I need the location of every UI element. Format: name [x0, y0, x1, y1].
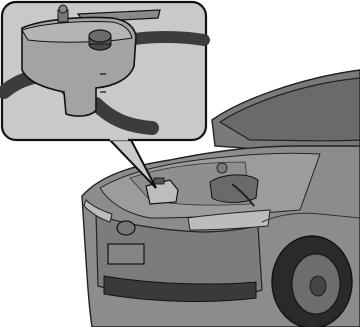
mazda-logo-icon — [117, 221, 135, 235]
front-wheel — [272, 236, 352, 327]
license-plate — [108, 244, 144, 264]
